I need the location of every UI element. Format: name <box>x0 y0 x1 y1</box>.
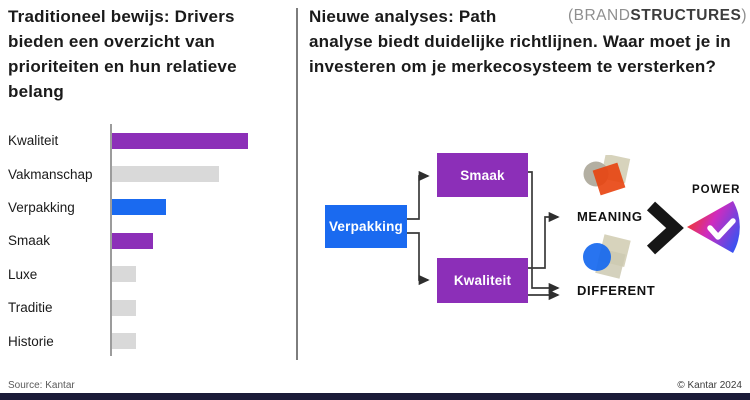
bar-luxe <box>112 266 137 283</box>
logo-brand-text: BRAND <box>573 7 631 24</box>
different-label: DIFFERENT <box>577 283 656 298</box>
meaningful-shapes-icon <box>583 153 633 209</box>
bar-row: Smaak <box>8 224 290 257</box>
bar-track <box>112 266 290 283</box>
bar-chart-axis <box>110 124 112 356</box>
panel-divider <box>296 8 298 360</box>
node-kwaliteit: Kwaliteit <box>437 258 528 303</box>
bar-row: Luxe <box>8 258 290 291</box>
bar-row: Vakmanschap <box>8 157 290 190</box>
bar-label-verpakking: Verpakking <box>8 199 75 215</box>
bar-verpakking <box>112 199 167 216</box>
left-panel-title: Traditioneel bewijs: Drivers bieden een … <box>8 7 237 101</box>
bar-row: Kwaliteit <box>8 124 290 157</box>
bar-label-historie: Historie <box>8 333 54 349</box>
power-gradient-cone-icon <box>684 197 748 260</box>
copyright-note: © Kantar 2024 <box>677 380 742 391</box>
bar-label-kwaliteit: Kwaliteit <box>8 133 59 149</box>
bar-row: Traditie <box>8 291 290 324</box>
right-panel-title-text: Nieuwe analyses: Path analyse biedt duid… <box>309 7 731 76</box>
bar-traditie <box>112 299 137 316</box>
bar-track <box>112 132 290 149</box>
node-verpakking: Verpakking <box>325 205 407 248</box>
bar-label-traditie: Traditie <box>8 300 53 316</box>
right-panel-title: (BRANDSTRUCTURES) Nieuwe analyses: Path … <box>309 4 747 79</box>
bar-vakmanschap <box>112 166 220 183</box>
greater-than-chevron-icon <box>645 200 685 261</box>
bar-track <box>112 232 290 249</box>
bar-kwaliteit <box>112 132 248 149</box>
bar-track <box>112 199 290 216</box>
bar-label-smaak: Smaak <box>8 233 51 249</box>
node-smaak: Smaak <box>437 153 528 197</box>
bar-historie <box>112 333 137 350</box>
different-shapes-icon <box>582 234 634 288</box>
bar-label-vakmanschap: Vakmanschap <box>8 166 93 182</box>
logo-close-paren: ) <box>741 7 747 24</box>
bar-label-luxe: Luxe <box>8 266 38 282</box>
source-note: Source: Kantar <box>8 380 75 391</box>
logo-open-paren: ( <box>567 7 574 24</box>
footer-accent-bar <box>0 393 750 400</box>
bar-track <box>112 166 290 183</box>
meaning-label: MEANING <box>577 209 643 224</box>
bar-row: Verpakking <box>8 191 290 224</box>
bar-track <box>112 333 290 350</box>
power-label: POWER <box>692 184 741 196</box>
brandstructures-logo: (BRANDSTRUCTURES) <box>568 4 747 28</box>
bar-row: Historie <box>8 324 290 357</box>
bar-track <box>112 299 290 316</box>
bar-smaak <box>112 232 153 249</box>
logo-structures-text: STRUCTURES <box>630 7 742 24</box>
